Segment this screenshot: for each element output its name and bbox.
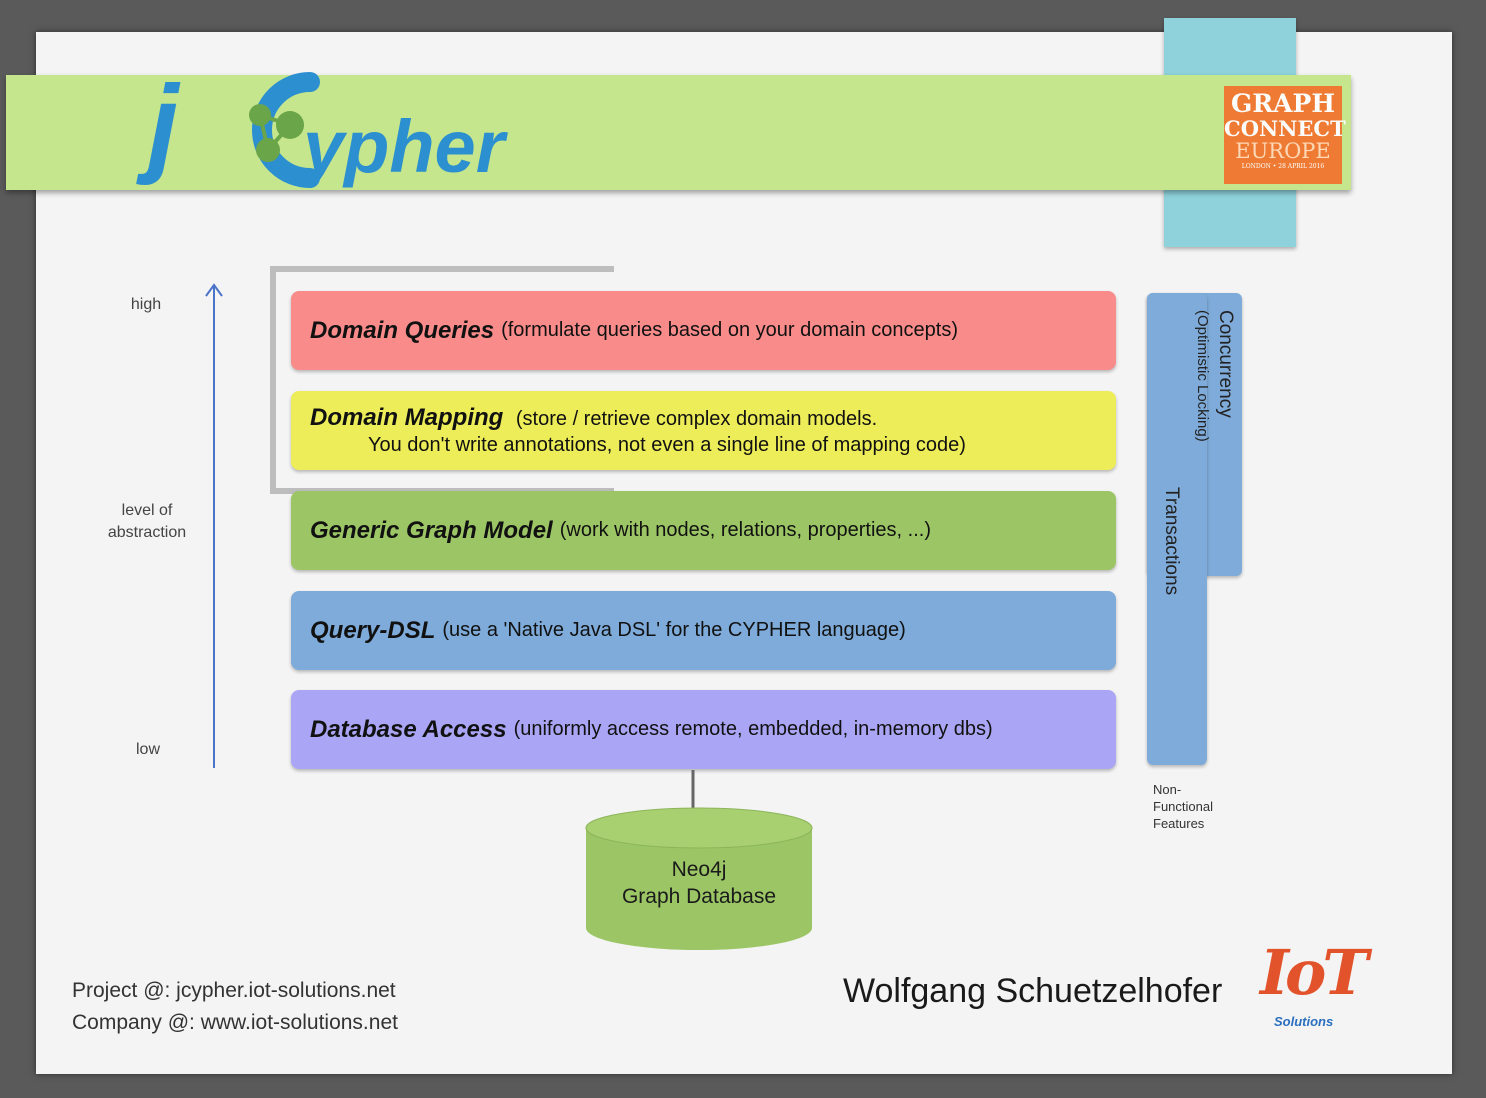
abstraction-arrow-icon: [205, 283, 223, 768]
jcypher-logo: j ypher: [148, 70, 528, 205]
layer-desc: (uniformly access remote, embedded, in-m…: [513, 718, 993, 740]
database-line2: Graph Database: [621, 885, 777, 908]
non-functional-label: Non- Functional Features: [1153, 781, 1213, 832]
layer-name: Domain Mapping: [310, 404, 504, 431]
layer-name: Generic Graph Model: [310, 516, 553, 544]
author-name: Wolfgang Schuetzelhofer: [843, 972, 1223, 1010]
layer-name: Database Access: [310, 715, 507, 743]
layer-domain-mapping: Domain Mapping (store / retrieve complex…: [291, 391, 1116, 470]
database-cylinder-icon: [585, 807, 813, 950]
iot-solutions-logo: IoT Solutions: [1258, 942, 1368, 1032]
axis-middle-label: level of abstraction: [92, 500, 202, 544]
nf-label-line1: Non-: [1153, 782, 1182, 797]
layer-desc: (store / retrieve complex domain models.: [515, 408, 878, 430]
logo-letter-j: j: [148, 63, 179, 186]
layer-query-dsl: Query-DSL (use a 'Native Java DSL' for t…: [291, 591, 1116, 670]
layer-desc: (formulate queries based on your domain …: [501, 319, 958, 341]
iot-logo-text: IoT: [1260, 936, 1368, 1009]
concurrency-sub-label: (Optimistic Locking): [1194, 310, 1211, 442]
footer-links: Project @: jcypher.iot-solutions.net Com…: [72, 975, 398, 1039]
concurrency-label: Concurrency: [1215, 310, 1236, 418]
graphconnect-logo: GRAPH CONNECT EUROPE LONDON • 28 APRIL 2…: [1224, 86, 1346, 184]
transactions-column: [1147, 293, 1207, 765]
database-label: Neo4j Graph Database: [586, 856, 812, 910]
axis-high-label: high: [130, 296, 162, 313]
nf-label-line2: Functional: [1153, 799, 1213, 814]
layer-line1: Domain Mapping (store / retrieve complex…: [310, 404, 877, 432]
nf-label-line3: Features: [1153, 816, 1205, 831]
event-logo-line3: EUROPE: [1235, 139, 1331, 163]
layer-desc: (work with nodes, relations, properties,…: [559, 519, 931, 541]
company-link: Company @: www.iot-solutions.net: [72, 1011, 398, 1034]
layer-name: Domain Queries: [310, 316, 495, 344]
axis-middle-line2: abstraction: [107, 524, 187, 541]
layer-database-access: Database Access (uniformly access remote…: [291, 690, 1116, 769]
layer-generic-graph-model: Generic Graph Model (work with nodes, re…: [291, 491, 1116, 570]
axis-low-label: low: [135, 741, 160, 758]
iot-logo-sub: Solutions: [1274, 1014, 1334, 1029]
layer-name: Query-DSL: [310, 616, 436, 644]
database-line1: Neo4j: [671, 858, 727, 881]
logo-graph-c-icon: [249, 72, 320, 188]
layer-desc: (use a 'Native Java DSL' for the CYPHER …: [442, 619, 906, 641]
axis-middle-line1: level of: [121, 502, 173, 519]
event-logo-line4: LONDON • 28 APRIL 2016: [1241, 163, 1325, 170]
layer-desc-line2: You don't write annotations, not even a …: [368, 434, 966, 456]
project-link: Project @: jcypher.iot-solutions.net: [72, 979, 396, 1002]
database-connector-line: [691, 770, 695, 810]
event-logo-line1: GRAPH: [1231, 89, 1335, 118]
transactions-label: Transactions: [1161, 487, 1182, 596]
header-bar: [6, 75, 1351, 190]
layer-domain-queries: Domain Queries (formulate queries based …: [291, 291, 1116, 370]
logo-text: ypher: [303, 105, 505, 188]
event-logo-line2: CONNECT: [1224, 116, 1346, 141]
